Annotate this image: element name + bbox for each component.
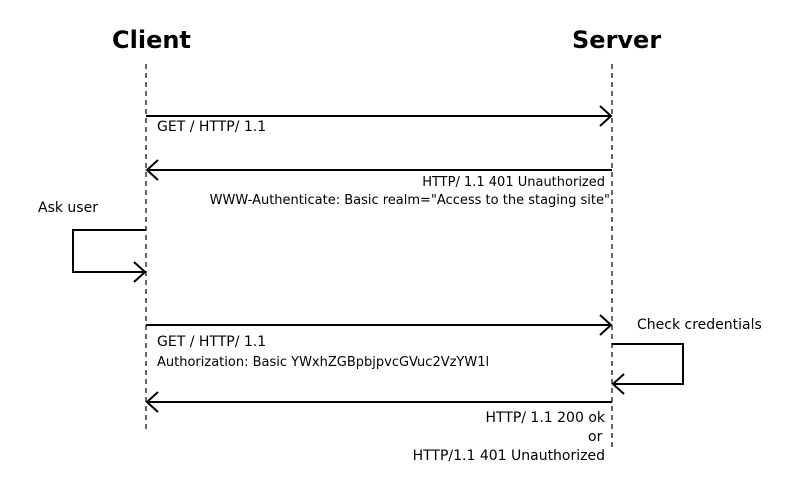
ask-user-label: Ask user bbox=[38, 200, 98, 216]
response2-arrow bbox=[145, 391, 612, 413]
response2-or-label: or bbox=[588, 429, 603, 445]
request2-header-label: Authorization: Basic YWxhZGBpbjpvcGVuc2V… bbox=[157, 355, 490, 370]
check-credentials-loop-arrow bbox=[611, 343, 684, 395]
check-credentials-label: Check credentials bbox=[637, 317, 762, 333]
ask-user-loop-arrow bbox=[72, 229, 147, 283]
response2-fail-label: HTTP/1.1 401 Unauthorized bbox=[412, 448, 605, 464]
client-heading: Client bbox=[112, 26, 191, 54]
request1-arrow bbox=[146, 105, 613, 127]
request1-label: GET / HTTP/ 1.1 bbox=[157, 119, 267, 135]
response1-header-label: WWW-Authenticate: Basic realm="Access to… bbox=[209, 193, 610, 208]
response1-status-label: HTTP/ 1.1 401 Unauthorized bbox=[422, 175, 605, 190]
request2-label: GET / HTTP/ 1.1 bbox=[157, 334, 267, 350]
response1-arrow bbox=[145, 159, 612, 181]
request2-arrow bbox=[146, 314, 613, 336]
response2-ok-label: HTTP/ 1.1 200 ok bbox=[485, 410, 605, 426]
server-heading: Server bbox=[572, 26, 662, 54]
